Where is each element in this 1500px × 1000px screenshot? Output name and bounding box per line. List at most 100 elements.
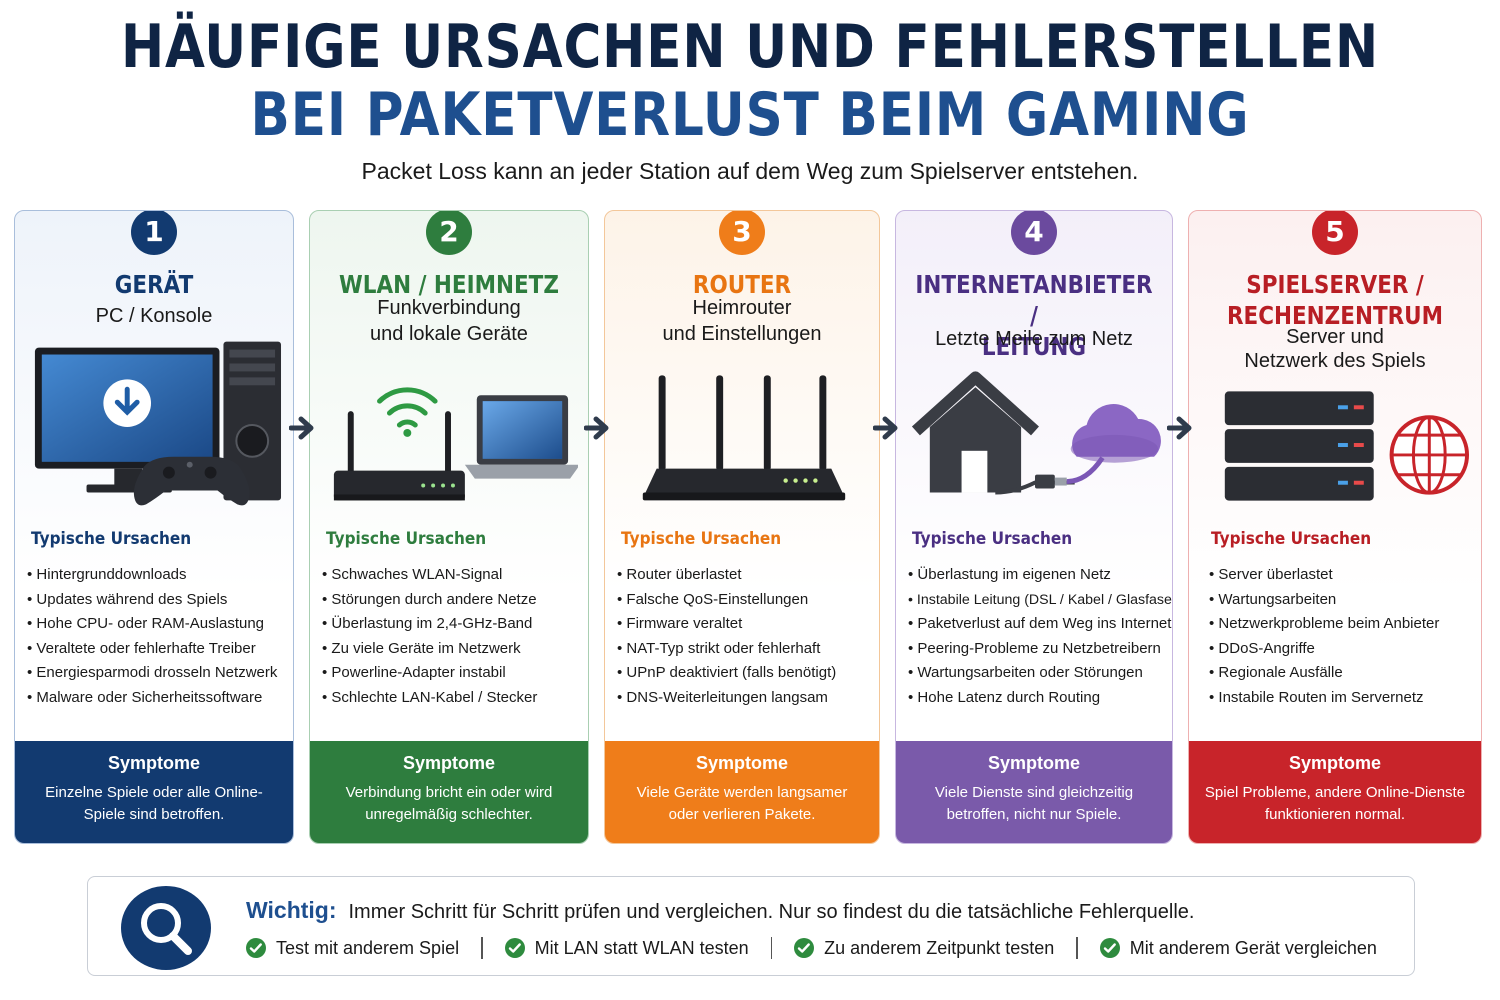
station-title: SPIELSERVER /RECHENZENTRUM [1226,270,1444,330]
cause-item: Powerline-Adapter instabil [322,661,584,686]
symptoms-box: Symptome Viele Dienste sind gleichzeitig… [896,741,1172,843]
separator [1076,937,1078,959]
station-number-badge: 3 [719,211,765,255]
important-line: Wichtig: Immer Schritt für Schritt prüfen… [246,897,1194,924]
cause-item: Regionale Ausfälle [1209,661,1477,686]
cause-item: Firmware veraltet [617,612,875,637]
causes-list: Router überlastet Falsche QoS-Einstellun… [617,563,875,710]
checklist: Test mit anderem Spiel Mit LAN statt WLA… [246,937,1377,959]
station-number-badge: 2 [426,211,472,255]
station-card-isp: 4 INTERNETANBIETER /LEITUNG Letzte Meile… [895,210,1173,844]
check-item: Mit anderem Gerät vergleichen [1099,938,1377,959]
arrow-right-icon [584,416,609,440]
cause-item: Überlastung im 2,4-GHz-Band [322,612,584,637]
cause-item: Hohe CPU- oder RAM-Auslastung [27,612,289,637]
symptoms-heading: Symptome [1288,753,1382,773]
important-note-box: Wichtig: Immer Schritt für Schritt prüfen… [87,876,1415,976]
station-number-badge: 4 [1011,211,1057,255]
symptoms-heading: Symptome [107,753,201,773]
main-title-line-1: HÄUFIGE URSACHEN UND FEHLERSTELLEN [120,12,1380,82]
causes-heading: Typische Ursachen [326,529,487,549]
cause-item: Updates während des Spiels [27,588,289,613]
cause-item: Instabile Routen im Servernetz [1209,686,1477,711]
cause-item: DDoS-Angriffe [1209,637,1477,662]
station-title: WLAN / HEIMNETZ [339,270,559,299]
symptoms-box: Symptome Spiel Probleme, andere Online-D… [1189,741,1481,843]
important-text: Immer Schritt für Schritt prüfen und ver… [348,901,1195,923]
causes-heading: Typische Ursachen [31,529,192,549]
cause-item: Malware oder Sicherheitssoftware [27,686,289,711]
important-label: Wichtig: [246,897,337,923]
separator [481,937,483,959]
station-number-badge: 5 [1312,211,1358,255]
cause-item: DNS-Weiterleitungen langsam [617,686,875,711]
causes-list: Hintergrunddownloads Updates während des… [27,563,289,710]
cause-item: Überlastung im eigenen Netz [908,563,1168,588]
check-circle-icon [794,938,815,958]
check-circle-icon [246,938,266,958]
cause-item: Veraltete oder fehlerhafte Treiber [27,637,289,662]
causes-heading: Typische Ursachen [621,529,782,549]
cause-item: Zu viele Geräte im Netzwerk [322,637,584,662]
server-globe-icon [1199,381,1471,511]
router-icon [615,341,869,511]
cause-item: Hohe Latenz durch Routing [908,686,1168,711]
cause-item: Instabile Leitung (DSL / Kabel / Glasfas… [908,588,1172,613]
station-title: ROUTER [692,270,792,299]
cause-item: Netzwerkprobleme beim Anbieter [1209,612,1477,637]
arrow-right-icon [873,416,898,440]
symptoms-box: Symptome Verbindung bricht ein oder wird… [310,741,588,843]
cause-item: Störungen durch andere Netze [322,588,584,613]
cause-item: UPnP deaktiviert (falls benötigt) [617,661,875,686]
station-title: GERÄT [114,270,194,299]
cause-item: Paketverlust auf dem Weg ins Internet [908,612,1171,637]
causes-heading: Typische Ursachen [1211,529,1372,549]
cause-item: Server überlastet [1209,563,1477,588]
symptoms-heading: Symptome [695,753,789,773]
cause-item: Schwaches WLAN-Signal [322,563,584,588]
house-cloud-icon [906,341,1162,511]
symptoms-box: Symptome Einzelne Spiele oder alle Onlin… [15,741,293,843]
check-item: Zu anderem Zeitpunkt testen [794,938,1054,959]
station-subtitle: PC / Konsole [95,305,213,327]
cause-item: Peering-Probleme zu Netzbetreibern [908,637,1168,662]
cause-item: Hintergrunddownloads [27,563,289,588]
main-title-line-2: BEI PAKETVERLUST BEIM GAMING [250,80,1250,150]
cause-item: Router überlastet [617,563,875,588]
causes-list: Server überlastet Wartungsarbeiten Netzw… [1209,563,1477,710]
station-subtitle: Letzte Meile zum Netz [935,328,1133,350]
separator [770,937,773,959]
cause-item: Falsche QoS-Einstellungen [617,588,875,613]
check-circle-icon [504,938,525,958]
check-circle-icon [1099,938,1120,958]
cause-item: Wartungsarbeiten oder Störungen [908,661,1168,686]
causes-list: Überlastung im eigenen Netz Instabile Le… [908,563,1172,711]
causes-heading: Typische Ursachen [912,529,1073,549]
causes-list: Schwaches WLAN-Signal Störungen durch an… [322,563,584,710]
cause-item: Schlechte LAN-Kabel / Stecker [322,686,584,711]
subtitle: Packet Loss kann an jeder Station auf de… [361,158,1139,184]
symptoms-heading: Symptome [987,753,1081,773]
station-card-device: 1 GERÄT PC / Konsole Typische Ursachen H… [14,210,294,844]
wifi-router-laptop-icon [320,341,580,511]
symptoms-text: Einzelne Spiele oder alle Online-Spiele … [45,784,263,823]
cause-item: Wartungsarbeiten [1209,588,1477,613]
cause-item: NAT-Typ strikt oder fehlerhaft [617,637,875,662]
check-item: Mit LAN statt WLAN testen [504,938,749,959]
arrow-right-icon [1167,416,1192,440]
arrow-right-icon [289,416,314,440]
station-number-badge: 1 [131,211,177,255]
cause-item: Energiesparmodi drosseln Netzwerk [27,661,289,686]
magnifier-icon [121,886,211,970]
symptoms-heading: Symptome [402,753,496,773]
